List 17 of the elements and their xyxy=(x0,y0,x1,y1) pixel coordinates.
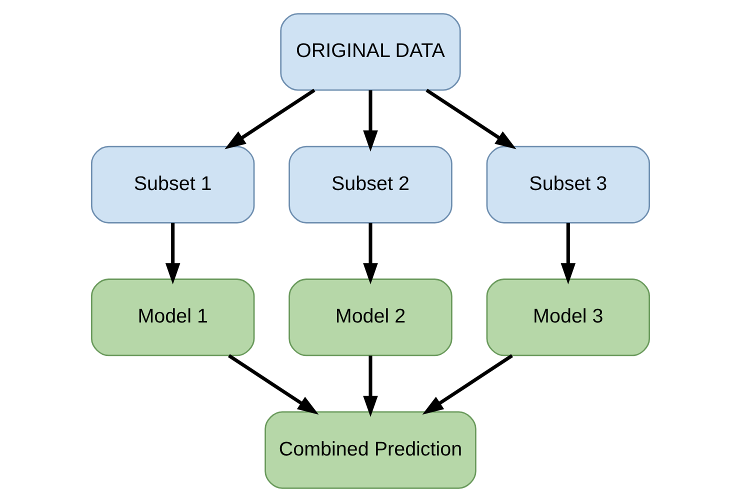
arrow xyxy=(228,354,319,415)
node-box: Subset 3 xyxy=(486,146,650,224)
node-box: Combined Prediction xyxy=(264,411,476,489)
arrow xyxy=(224,88,316,150)
arrow xyxy=(560,222,576,284)
node-box: Subset 1 xyxy=(90,146,255,224)
node-box: Subset 2 xyxy=(288,146,452,224)
arrow xyxy=(422,354,514,415)
node-box: Model 3 xyxy=(486,278,650,356)
arrow xyxy=(363,222,378,284)
arrow xyxy=(426,88,516,150)
arrow xyxy=(165,222,180,284)
arrow xyxy=(363,90,378,152)
node-box: ORIGINAL DATA xyxy=(280,13,461,91)
node-box: Model 1 xyxy=(90,278,255,356)
node-box: Model 2 xyxy=(288,278,452,356)
arrow xyxy=(363,356,378,418)
